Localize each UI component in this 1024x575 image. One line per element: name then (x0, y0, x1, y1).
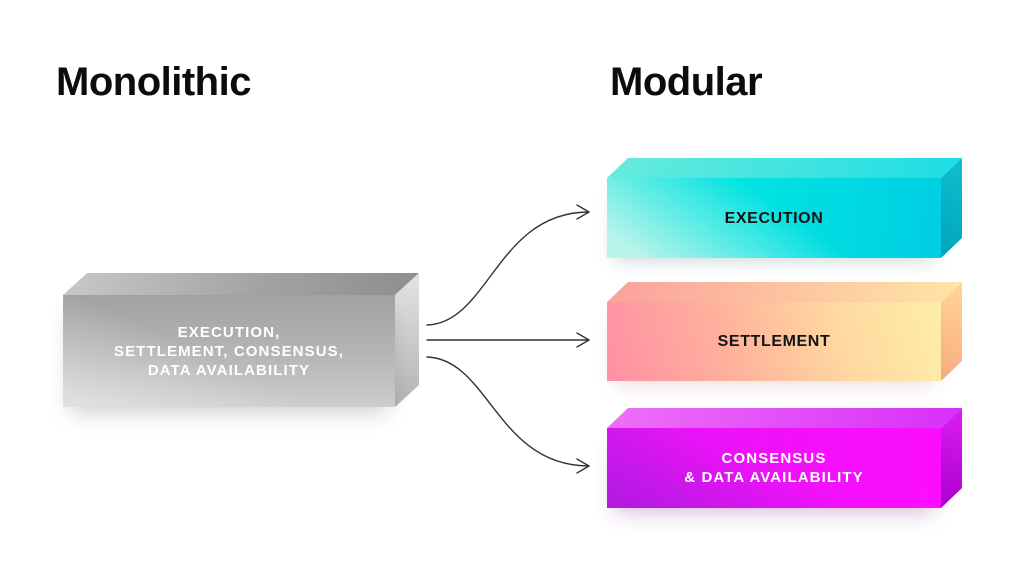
consensus-da-box-top-face (607, 408, 962, 428)
settlement-box-top-face (607, 282, 962, 302)
settlement-box-side-face (941, 282, 962, 381)
monolithic-box-side-face (395, 273, 419, 407)
consensus-da-label-line-2: & DATA AVAILABILITY (684, 469, 864, 486)
execution-box-label: EXECUTION (724, 209, 824, 227)
monolithic-box-top-face (63, 273, 419, 295)
arrow-to-settlement (426, 332, 590, 348)
execution-box-front-face: EXECUTION (607, 178, 941, 258)
consensus-da-box-front-face: CONSENSUS & DATA AVAILABILITY (607, 428, 941, 508)
arrow-to-execution (426, 204, 590, 326)
monolithic-label-line-3: DATA AVAILABILITY (147, 361, 311, 379)
heading-modular: Modular (610, 60, 763, 104)
execution-box-top-face (607, 158, 962, 178)
consensus-da-label-line-1: CONSENSUS (721, 450, 827, 467)
settlement-box-front-face: SETTLEMENT (607, 302, 941, 381)
consensus-da-box-label: CONSENSUS & DATA AVAILABILITY (684, 449, 864, 487)
monolithic-box-label: EXECUTION, SETTLEMENT, CONSENSUS, DATA A… (114, 323, 344, 380)
monolithic-box-front-face: EXECUTION, SETTLEMENT, CONSENSUS, DATA A… (63, 295, 395, 407)
execution-box-side-face (941, 158, 962, 258)
monolithic-label-line-1: EXECUTION, (177, 323, 281, 341)
heading-monolithic: Monolithic (56, 60, 251, 104)
arrow-to-consensus-da (426, 356, 590, 474)
monolithic-label-line-2: SETTLEMENT, CONSENSUS, (113, 342, 345, 360)
settlement-box-label: SETTLEMENT (717, 333, 831, 350)
consensus-da-box-side-face (941, 408, 962, 508)
